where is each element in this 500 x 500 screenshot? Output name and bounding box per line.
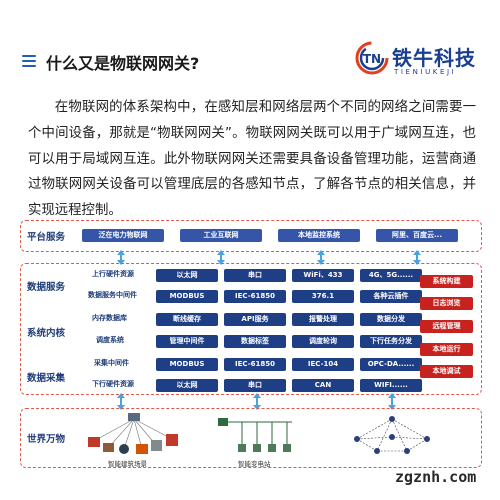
arrow-icon (253, 393, 261, 410)
intro-paragraph: 在物联网的体系架构中，在感知层和网络层两个不同的网络之间需要一个中间设备，那就是… (28, 95, 476, 224)
layer-item: MODBUS (156, 290, 218, 303)
layer-item: IEC-61850 (224, 358, 286, 371)
layer-item: CAN (292, 379, 354, 392)
watermark: zgznh.com (395, 468, 477, 486)
row-label: 内存数据库 (92, 314, 127, 322)
group-label-data-service: 数据服务 (27, 282, 66, 293)
layer-item: 数据分发 (360, 313, 422, 326)
management-item: 日志浏览 (420, 297, 473, 310)
layer-item: 串口 (224, 269, 286, 282)
logo-english-text: TIENIUKEJI (394, 68, 457, 76)
group-label-data-collect: 数据采集 (27, 373, 66, 384)
management-item: 本地运行 (420, 343, 473, 356)
layer-item: MODBUS (156, 358, 218, 371)
scene-label: 智能建筑场景 (108, 460, 147, 468)
platform-label: 平台服务 (27, 232, 66, 243)
logo-chinese-text: 铁牛科技 (392, 46, 476, 70)
company-logo: TN 铁牛科技 TIENIUKEJI (354, 40, 484, 84)
management-item: 本地调试 (420, 365, 473, 378)
layer-item: 管理中间件 (156, 335, 218, 348)
layer-item: 各种云插件 (360, 290, 422, 303)
row-label: 数据服务中间件 (88, 291, 137, 299)
layer-item: 376.1 (292, 290, 354, 303)
management-item: 系统构建 (420, 275, 473, 288)
layer-item: 以太网 (156, 379, 218, 392)
arrow-icon (413, 250, 421, 265)
layer-item: 以太网 (156, 269, 218, 282)
page-title: 什么又是物联网网关? (46, 54, 200, 73)
row-label: 调度系统 (96, 336, 124, 344)
layer-item: IEC-61850 (224, 290, 286, 303)
layer-item: 数据标签 (224, 335, 286, 348)
building-devices-icon (88, 413, 178, 454)
architecture-diagram: 平台服务 泛在电力物联网 工业互联网 本地监控系统 阿里、百度云... 数据服务… (16, 217, 484, 472)
world-box (20, 408, 482, 468)
layer-item: OPC-DA...... (360, 358, 422, 371)
platform-item: 阿里、百度云... (376, 229, 458, 242)
svg-text:TN: TN (363, 52, 381, 66)
platform-item: 工业互联网 (180, 229, 262, 242)
row-label: 上行硬件资源 (92, 270, 134, 278)
layer-item: 断线缓存 (156, 313, 218, 326)
layer-item: 串口 (224, 379, 286, 392)
world-label: 世界万物 (27, 434, 66, 445)
arrow-icon (317, 250, 325, 265)
layer-item: 4G、5G...... (360, 269, 422, 282)
layer-item: 下行任务分发 (360, 335, 422, 348)
mesh-network-icon (354, 416, 430, 454)
scene-label: 智能变电站 (238, 460, 271, 468)
menu-icon (22, 55, 36, 67)
platform-item: 本地监控系统 (278, 229, 360, 242)
intro-text: 在物联网的体系架构中，在感知层和网络层两个不同的网络之间需要一个中间设备，那就是… (28, 100, 476, 219)
management-item: 远程管理 (420, 320, 473, 333)
substation-icon (218, 418, 292, 452)
group-label-system-core: 系统内核 (27, 328, 66, 339)
arrow-icon (217, 250, 225, 265)
gateway-box (20, 263, 482, 395)
logo-mark-icon: TN (355, 41, 389, 75)
arrow-icon (117, 393, 125, 410)
platform-box (20, 220, 482, 252)
arrow-icon (388, 393, 396, 410)
layer-item: IEC-104 (292, 358, 354, 371)
layer-item: WIFI...... (360, 379, 422, 392)
layer-item: API服务 (224, 313, 286, 326)
layer-item: WiFi、433 (292, 269, 354, 282)
header: 什么又是物联网网关? TN 铁牛科技 TIENIUKEJI (0, 0, 500, 92)
row-label: 下行硬件资源 (92, 380, 134, 388)
row-label: 采集中间件 (94, 359, 129, 367)
arrow-icon (117, 250, 125, 265)
platform-item: 泛在电力物联网 (82, 229, 164, 242)
layer-item: 调度轮询 (292, 335, 354, 348)
layer-item: 报警处理 (292, 313, 354, 326)
